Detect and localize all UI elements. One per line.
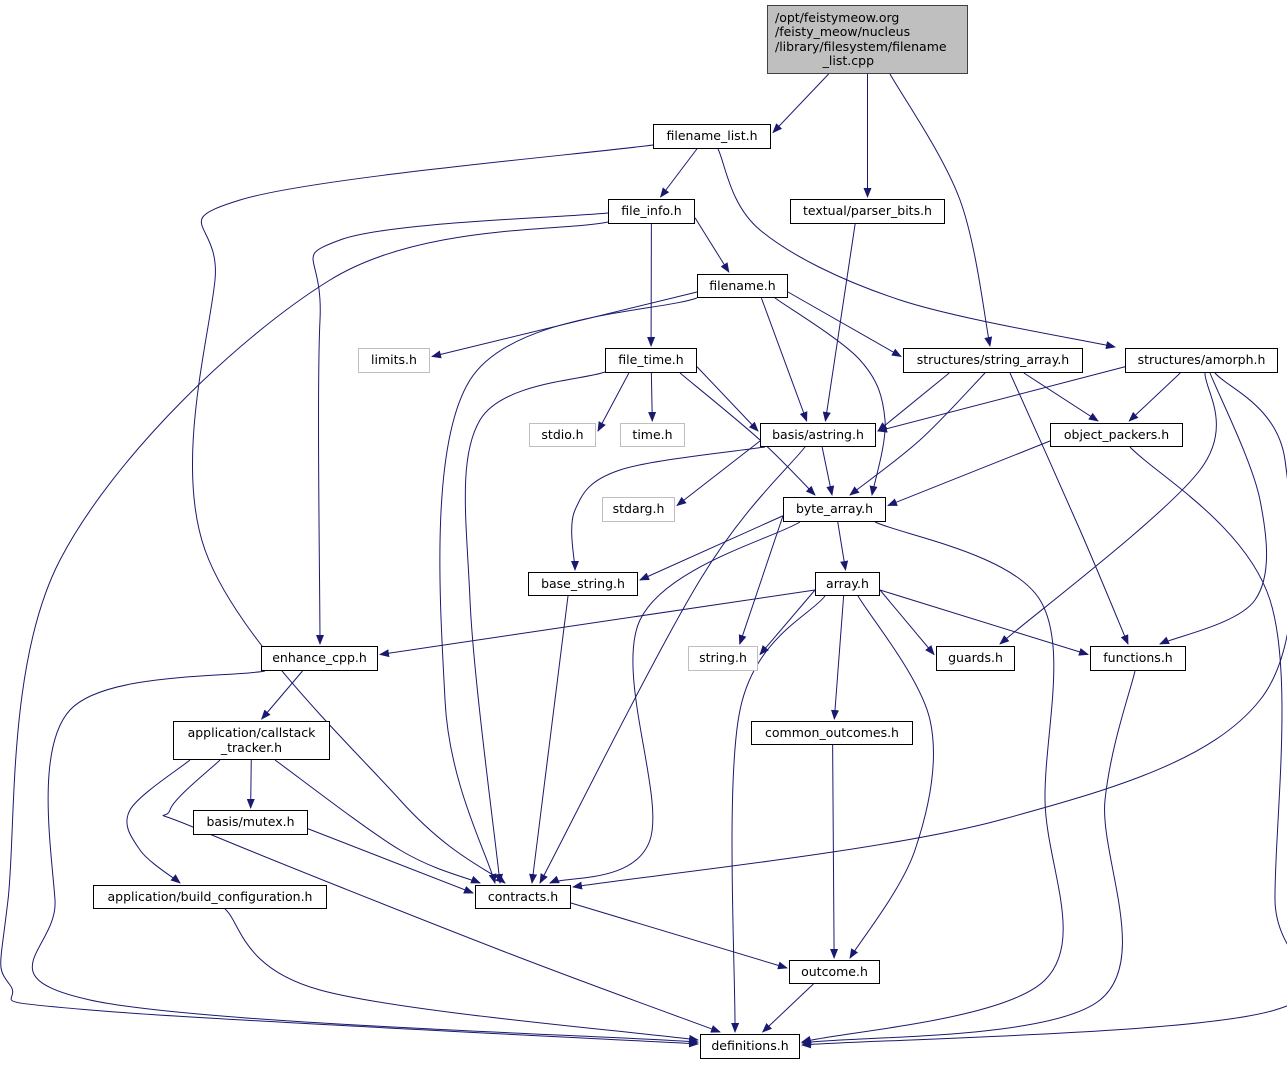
node-file_time[interactable]: file_time.h (605, 348, 697, 373)
node-callstack[interactable]: application/callstack _tracker.h (173, 721, 330, 760)
edge-outcome-to-definitions (761, 983, 814, 1033)
edge-root-to-string_array (889, 73, 993, 347)
node-parser_bits[interactable]: textual/parser_bits.h (790, 199, 945, 224)
edge-build_config-to-definitions (224, 908, 699, 1043)
edge-object_packers-to-definitions (801, 446, 1287, 1049)
edge-contracts-to-outcome (570, 902, 788, 970)
edge-filename_list-to-file_info (659, 148, 698, 198)
edge-astring-to-contracts (539, 446, 806, 884)
edge-byte_array-to-array (837, 521, 849, 571)
node-enhance_cpp[interactable]: enhance_cpp.h (261, 646, 378, 671)
node-functions[interactable]: functions.h (1090, 646, 1186, 671)
edge-mutex-to-contracts (307, 828, 474, 894)
edge-string_array-to-object_packers (1023, 372, 1099, 422)
edge-amorph-to-object_packers (1128, 372, 1181, 422)
edge-byte_array-to-base_string (639, 515, 784, 581)
edge-astring-to-byte_array (821, 446, 835, 496)
node-stdarg: stdarg.h (602, 497, 675, 522)
edge-array-to-outcome (849, 595, 935, 959)
node-astring[interactable]: basis/astring.h (760, 423, 876, 447)
edge-file_time-to-time (648, 372, 657, 422)
edge-functions-to-definitions (801, 670, 1136, 1046)
edge-file_time-to-stdio (597, 372, 630, 432)
node-definitions[interactable]: definitions.h (700, 1034, 800, 1059)
edge-file_time-to-astring (696, 366, 759, 432)
edge-astring-to-base_string (570, 446, 766, 571)
node-byte_array[interactable]: byte_array.h (783, 497, 886, 522)
node-amorph[interactable]: structures/amorph.h (1125, 348, 1278, 373)
node-mutex[interactable]: basis/mutex.h (193, 810, 308, 835)
edge-byte_array-to-string (738, 515, 784, 645)
edge-string_array-to-byte_array (849, 372, 986, 496)
edge-filename-to-string_array (787, 291, 902, 357)
edge-file_info-to-definitions (0, 221, 699, 1048)
edge-byte_array-to-contracts (549, 521, 801, 884)
edge-byte_array-to-definitions (801, 521, 1064, 1044)
edge-filename-to-byte_array (774, 297, 886, 496)
edge-file_time-to-contracts (464, 371, 606, 884)
node-stdio: stdio.h (529, 423, 596, 447)
edge-amorph-to-guards (999, 372, 1217, 645)
edge-array-to-common_outcomes (831, 595, 845, 720)
edge-filename_list-to-amorph (717, 148, 1116, 349)
node-string_array[interactable]: structures/string_array.h (903, 348, 1083, 373)
edge-array-to-string (759, 589, 816, 656)
edge-filename-to-astring (760, 297, 808, 422)
node-array[interactable]: array.h (815, 572, 880, 596)
node-root: /opt/feistymeow.org /feisty_meow/nucleus… (767, 5, 968, 74)
node-object_packers[interactable]: object_packers.h (1050, 423, 1183, 447)
edge-base_string-to-contracts (529, 595, 569, 884)
edge-object_packers-to-byte_array (887, 440, 1051, 506)
edge-array-to-functions (879, 589, 1089, 656)
node-filename_list[interactable]: filename_list.h (653, 124, 771, 149)
edge-string_array-to-astring (877, 372, 950, 432)
node-file_info[interactable]: file_info.h (608, 199, 695, 224)
node-common_outcomes[interactable]: common_outcomes.h (751, 721, 913, 745)
node-filename[interactable]: filename.h (697, 274, 788, 298)
edge-astring-to-stdarg (676, 440, 761, 507)
edge-root-to-filename_list (772, 73, 829, 134)
node-build_config[interactable]: application/build_configuration.h (93, 885, 327, 909)
edge-array-to-definitions (731, 595, 826, 1033)
node-guards[interactable]: guards.h (936, 646, 1015, 671)
edge-array-to-enhance_cpp (379, 589, 816, 658)
edge-file_info-to-filename (694, 217, 730, 273)
edge-amorph-to-functions (1159, 372, 1268, 645)
edge-callstack-to-contracts (274, 759, 481, 884)
edge-string_array-to-functions (1009, 372, 1129, 645)
edge-common_outcomes-to-outcome (830, 744, 839, 959)
node-time: time.h (620, 423, 685, 447)
edge-enhance_cpp-to-callstack (261, 670, 303, 720)
edge-parser_bits-to-astring (822, 223, 856, 422)
edge-amorph-to-contracts (572, 372, 1287, 890)
edge-file_time-to-byte_array (679, 372, 816, 496)
edge-callstack-to-build_config (126, 759, 191, 884)
edge-callstack-to-mutex (246, 759, 255, 809)
node-string: string.h (688, 646, 758, 671)
node-outcome[interactable]: outcome.h (789, 960, 880, 984)
node-base_string[interactable]: base_string.h (528, 572, 638, 596)
node-contracts[interactable]: contracts.h (475, 885, 571, 909)
node-limits: limits.h (358, 348, 430, 373)
edge-file_info-to-enhance_cpp (312, 212, 609, 645)
edge-callstack-to-definitions (162, 759, 721, 1033)
edge-enhance_cpp-to-definitions (31, 670, 699, 1046)
edge-filename_list-to-contracts (191, 144, 654, 884)
edge-filename-to-contracts (439, 297, 698, 884)
edge-array-to-guards (879, 589, 935, 656)
edge-amorph-to-astring (877, 366, 1126, 433)
